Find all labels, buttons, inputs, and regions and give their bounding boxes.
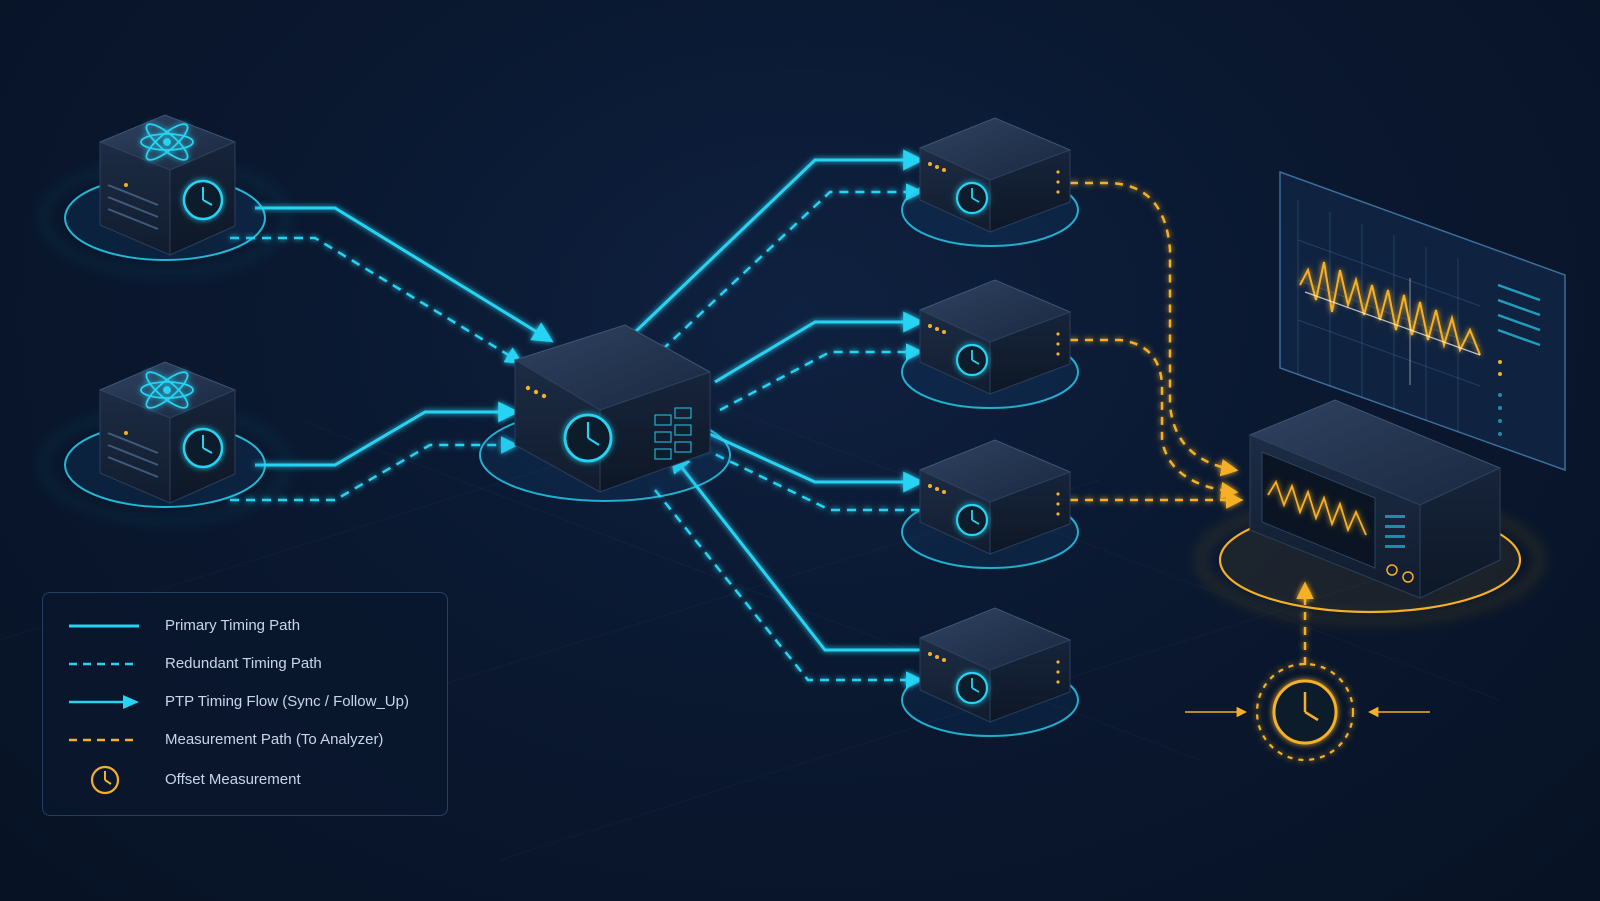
grandmaster-clock-2[interactable]	[42, 361, 288, 521]
dashed-line-symbol	[69, 662, 139, 666]
slave-clock-4[interactable]	[901, 607, 1079, 737]
bc-to-slave2-primary	[714, 311, 925, 384]
measurement-paths	[1070, 181, 1314, 665]
atom-icon	[140, 123, 194, 161]
slave-clock-2[interactable]	[901, 279, 1079, 409]
analyzer-display-panel	[1279, 170, 1566, 472]
slave1-to-analyzer	[1070, 181, 1239, 477]
clock-icon	[182, 179, 224, 221]
slave-clock-3[interactable]	[901, 439, 1079, 569]
clock-icon	[182, 427, 224, 469]
redundant-timing-paths	[230, 183, 924, 689]
timing-analyzer[interactable]	[1198, 399, 1542, 622]
gm1-to-bc-primary	[255, 206, 554, 343]
clock-icon	[955, 181, 989, 215]
slave2-to-analyzer	[1070, 338, 1239, 500]
gm1-to-bc-redundant	[230, 236, 523, 364]
clock-icon	[90, 765, 120, 795]
legend-label: Primary Timing Path	[165, 617, 301, 634]
waveform	[1299, 261, 1481, 356]
legend-item-offset: Offset Measurement	[43, 765, 447, 795]
arrow-symbol	[69, 695, 139, 709]
clock-icon	[955, 503, 989, 537]
solid-line-symbol	[69, 624, 139, 628]
legend-label: PTP Timing Flow (Sync / Follow_Up)	[165, 693, 409, 710]
legend-label: Measurement Path (To Analyzer)	[165, 731, 384, 748]
bc-to-slave1-redundant	[661, 183, 924, 351]
clock-icon	[1272, 679, 1338, 745]
bc-to-slave2-redundant	[719, 343, 924, 412]
clock-icon	[563, 413, 613, 463]
legend-label: Redundant Timing Path	[165, 655, 322, 672]
analyzer-waveform	[1267, 479, 1367, 536]
legend-label: Offset Measurement	[165, 771, 301, 788]
dashed-yellow-symbol	[69, 738, 139, 742]
gm2-to-bc-primary	[255, 401, 520, 467]
gm2-to-bc-redundant	[230, 436, 519, 502]
offset-measurement-clock[interactable]	[1185, 662, 1430, 762]
legend-item-ptp-flow: PTP Timing Flow (Sync / Follow_Up)	[43, 687, 447, 717]
primary-timing-paths	[255, 149, 925, 652]
legend-item-redundant: Redundant Timing Path	[43, 649, 447, 679]
clock-icon	[955, 671, 989, 705]
grandmaster-clock-1[interactable]	[42, 114, 288, 274]
bc-to-slave4-redundant	[654, 489, 924, 689]
bc-to-slave1-primary	[630, 149, 925, 337]
legend: Primary Timing Path Redundant Timing Pat…	[42, 592, 448, 816]
slave-clock-1[interactable]	[901, 117, 1079, 247]
port-panel	[654, 407, 692, 460]
legend-item-primary: Primary Timing Path	[43, 611, 447, 641]
legend-item-measurement: Measurement Path (To Analyzer)	[43, 725, 447, 755]
slave4-to-bc-primary	[669, 451, 920, 652]
boundary-clock[interactable]	[479, 324, 731, 502]
bc-to-slave3-primary	[689, 423, 925, 493]
slave3-to-bc-redundant	[686, 440, 920, 512]
clock-icon	[955, 343, 989, 377]
atom-icon	[140, 371, 194, 409]
